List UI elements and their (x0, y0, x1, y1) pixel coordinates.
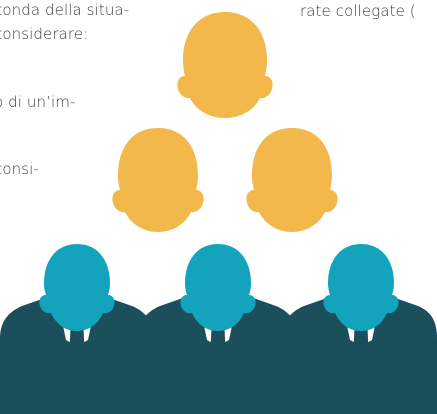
employee-left-icon (0, 244, 154, 414)
top-manager-head-icon (177, 12, 273, 118)
body-text-right-column: rate collegate ( (300, 2, 416, 20)
employee-center-icon (138, 244, 298, 414)
body-text-line-1: conda della situa- (0, 1, 130, 19)
body-text-line-2: considerare: (0, 25, 89, 43)
middle-right-manager-head-icon (246, 128, 338, 232)
body-text-line-3: o di un’im- (0, 93, 76, 111)
middle-left-manager-head-icon (112, 128, 204, 232)
employee-right-icon (282, 244, 437, 414)
body-text-line-4: consi- (0, 160, 39, 178)
